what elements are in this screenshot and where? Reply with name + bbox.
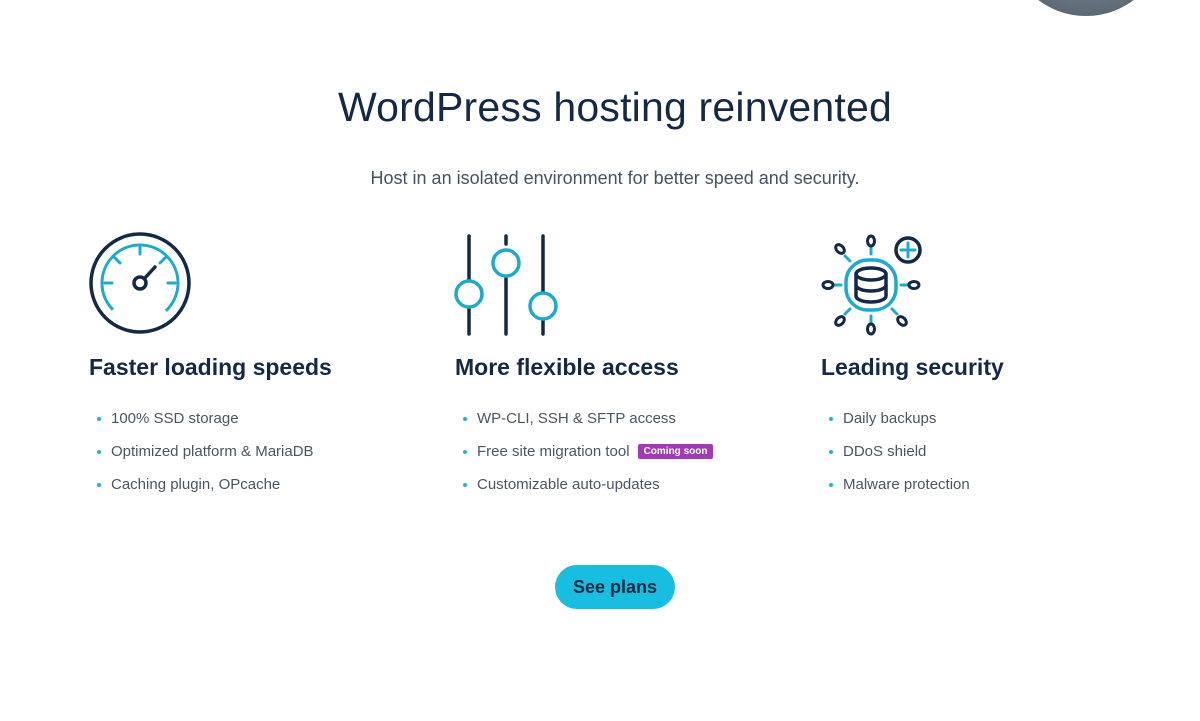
feature-title: Leading security [821, 354, 1004, 380]
list-item-text: Free site migration tool [477, 443, 630, 460]
list-item-text: Malware protection [843, 476, 970, 493]
page-subtitle: Host in an isolated environment for bett… [370, 168, 860, 188]
feature-icon-wrap [821, 230, 1141, 340]
speedometer-icon [89, 232, 191, 334]
corner-photo [1012, 0, 1160, 16]
coming-soon-badge: Coming soon [637, 444, 714, 459]
list-item-text: Customizable auto-updates [477, 476, 660, 493]
feature-leading-security: Leading security Daily backups DDoS shie… [821, 230, 1141, 493]
list-item: Daily backups [829, 410, 970, 443]
feature-faster-loading: Faster loading speeds 100% SSD storage O… [89, 230, 409, 493]
bullet-icon [97, 450, 101, 454]
see-plans-button[interactable]: See plans [555, 565, 675, 609]
bullet-icon [97, 483, 101, 487]
page-title: WordPress hosting reinvented [337, 84, 893, 130]
feature-flexible-access: More flexible access WP-CLI, SSH & SFTP … [454, 230, 775, 493]
list-item-text: DDoS shield [843, 443, 927, 460]
feature-title: More flexible access [455, 354, 679, 380]
list-item: 100% SSD storage [97, 410, 314, 443]
feature-title: Faster loading speeds [89, 354, 332, 380]
feature-icon-wrap [89, 230, 409, 340]
feature-list: Daily backups DDoS shield Malware protec… [829, 410, 970, 509]
list-item-text: 100% SSD storage [111, 410, 239, 427]
list-item: Customizable auto-updates [463, 476, 713, 509]
list-item-text: WP-CLI, SSH & SFTP access [477, 410, 676, 427]
list-item-text: Caching plugin, OPcache [111, 476, 281, 493]
bullet-icon [463, 483, 467, 487]
list-item: WP-CLI, SSH & SFTP access [463, 410, 713, 443]
feature-list: 100% SSD storage Optimized platform & Ma… [97, 410, 314, 509]
database-shield-icon [821, 234, 922, 336]
sliders-icon [454, 234, 558, 336]
list-item: Optimized platform & MariaDB [97, 443, 314, 476]
list-item: Free site migration tool Coming soon [463, 443, 714, 476]
bullet-icon [829, 483, 833, 487]
bullet-icon [829, 417, 833, 421]
list-item-text: Daily backups [843, 410, 937, 427]
bullet-icon [97, 417, 101, 421]
list-item: DDoS shield [829, 443, 970, 476]
list-item: Malware protection [829, 476, 970, 509]
bullet-icon [463, 450, 467, 454]
list-item: Caching plugin, OPcache [97, 476, 314, 509]
list-item-text: Optimized platform & MariaDB [111, 443, 314, 460]
feature-icon-wrap [454, 230, 775, 340]
bullet-icon [463, 417, 467, 421]
feature-list: WP-CLI, SSH & SFTP access Free site migr… [463, 410, 714, 509]
bullet-icon [829, 450, 833, 454]
